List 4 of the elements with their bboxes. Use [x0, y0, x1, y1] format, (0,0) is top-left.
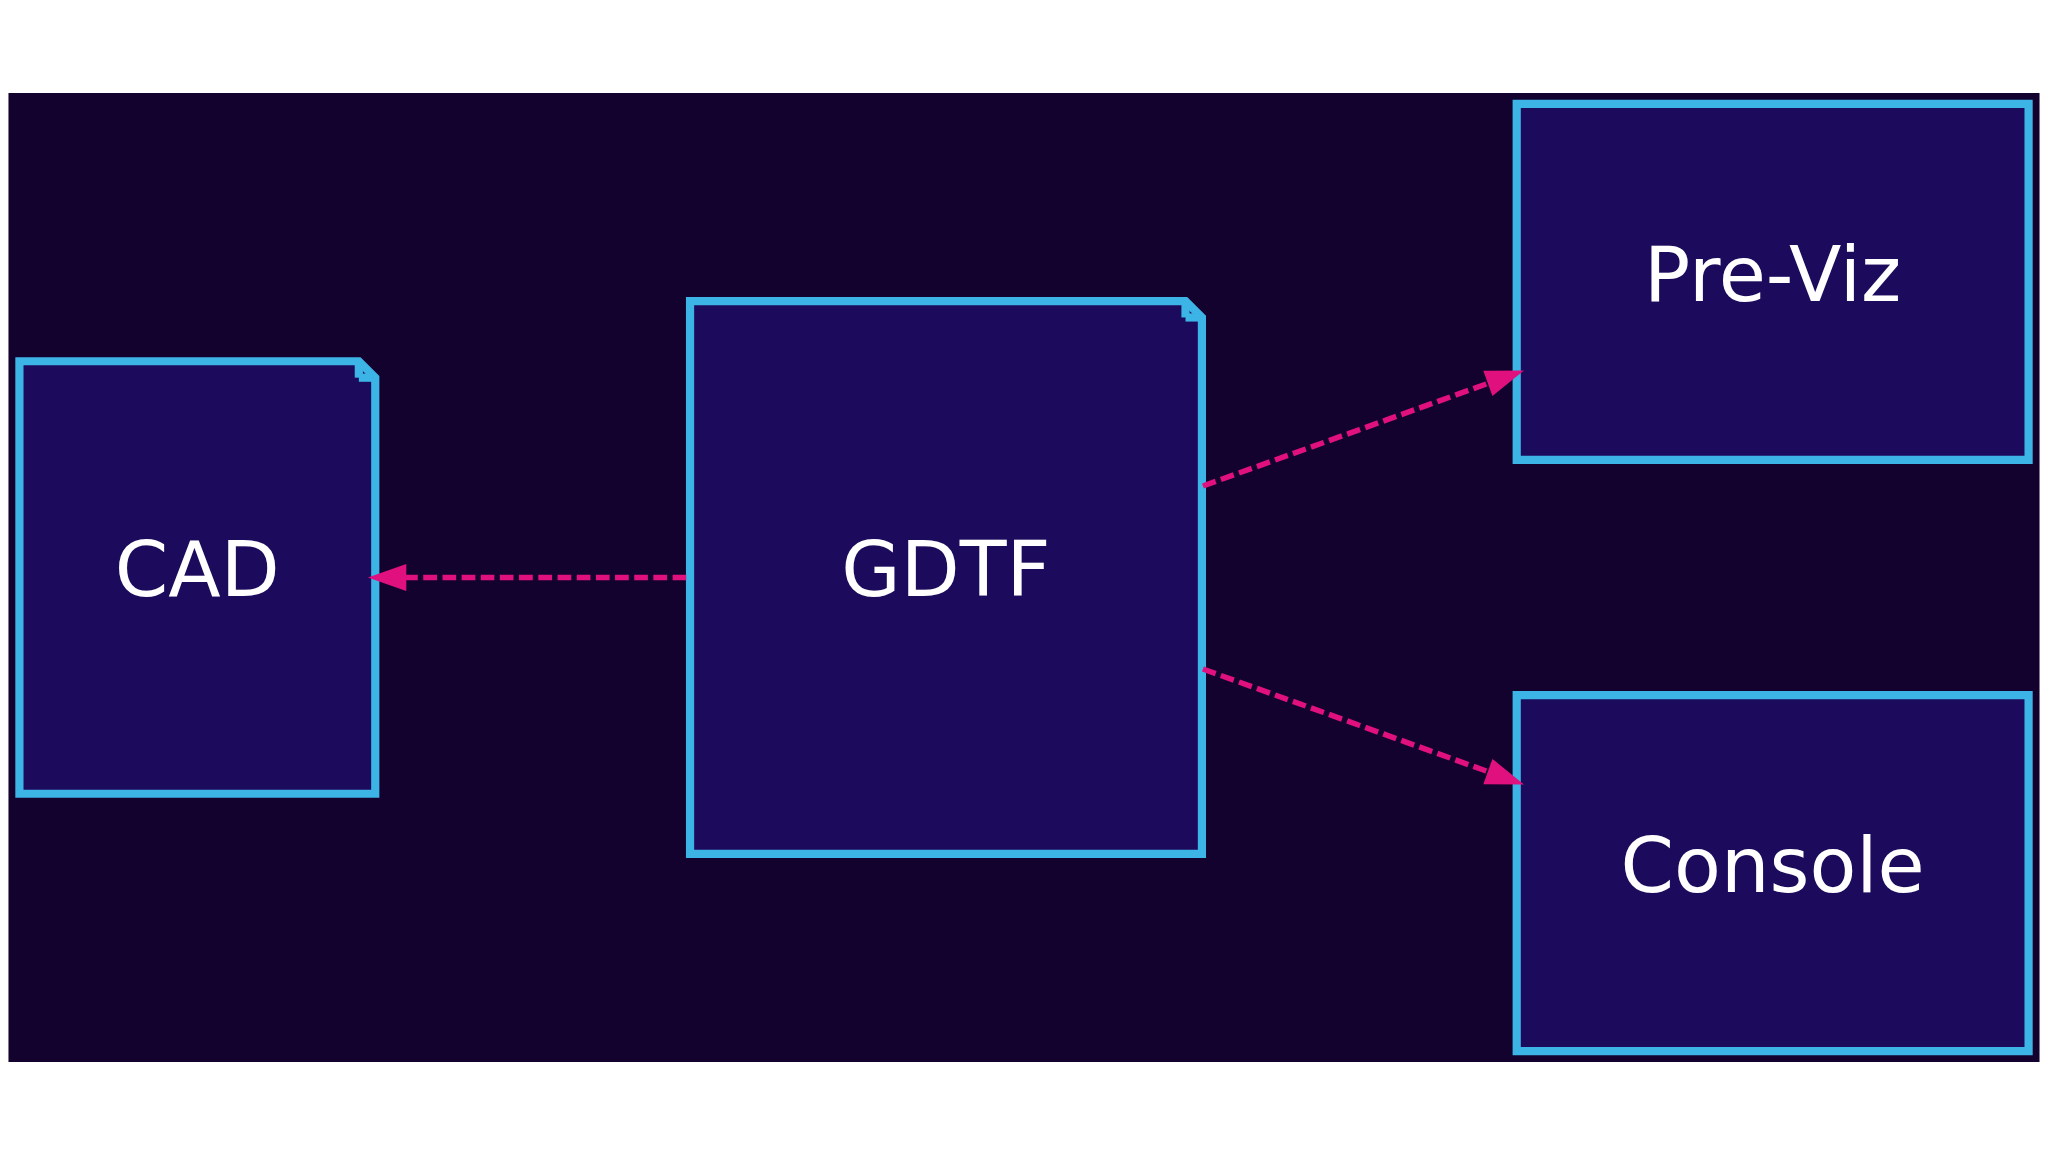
node-box: Pre-Viz [1512, 99, 2033, 464]
arrow [1202, 665, 1524, 785]
arrow [1202, 369, 1524, 489]
node-box: Console [1512, 690, 2033, 1055]
